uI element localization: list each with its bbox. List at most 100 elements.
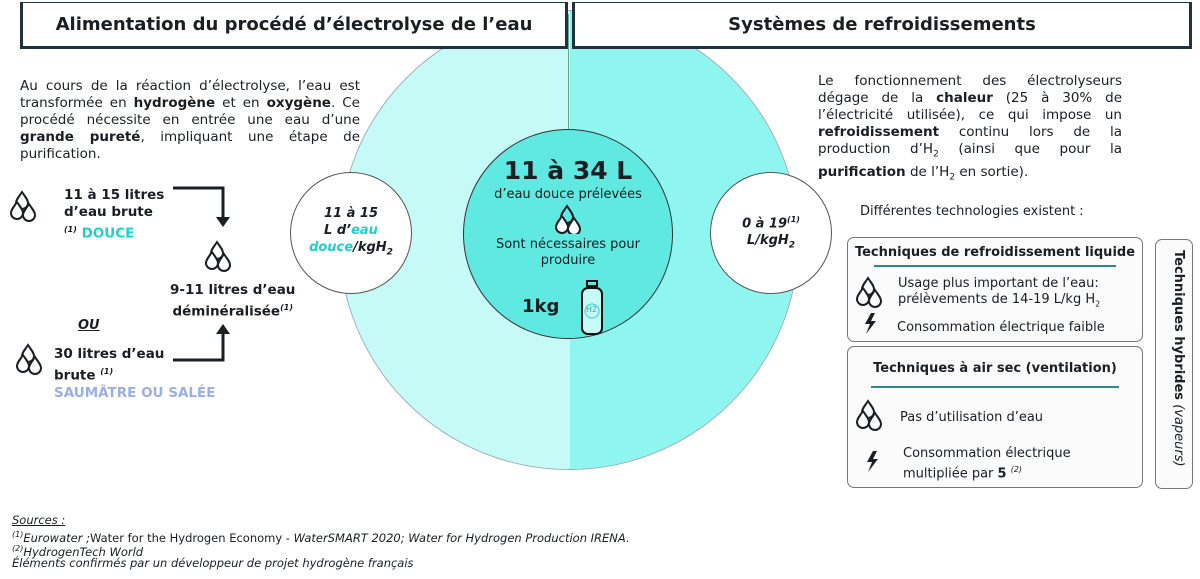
hydrogen-tank-icon — [581, 280, 603, 335]
text: L/kgH — [746, 233, 789, 249]
text: 11 à 15 — [323, 205, 378, 221]
text: Usage plus important de l’eau: — [898, 276, 1099, 291]
center-circle: 11 à 34 L d’eau douce prélevées Sont néc… — [463, 129, 673, 339]
text: d’eau brute — [64, 204, 153, 220]
text: 2 — [949, 172, 956, 183]
text: Sont nécessaires pour produire — [496, 237, 640, 268]
text: . Ce procédé nécessite en entrée une eau… — [20, 95, 360, 128]
text: eau — [351, 222, 378, 238]
fresh-water-label: 11 à 15 litres d’eau brute (1) DOUCE — [64, 187, 164, 243]
header-left: Alimentation du procédé d’électrolyse de… — [20, 2, 568, 49]
ref: (1) — [12, 530, 24, 539]
text: , impliquant une étape de purification. — [20, 129, 360, 162]
right-paragraph: Le fonctionnement des électrolyseurs dég… — [818, 73, 1122, 186]
liquid-item-power: Consommation électrique faible — [897, 320, 1105, 335]
tech-intro: Différentes technologies existent : — [860, 204, 1084, 219]
water-drops-icon — [10, 191, 36, 222]
text: de l’H — [905, 163, 950, 180]
text: prélèvements de 14-19 L/kg H — [898, 292, 1096, 307]
text: oxygène — [266, 95, 331, 111]
text: brute — [54, 367, 96, 384]
source-2: (2)HydrogenTech World — [12, 541, 143, 560]
tank-label: H2 — [586, 305, 598, 314]
text: chaleur — [936, 90, 993, 106]
ref: (2) — [1010, 465, 1023, 474]
ref: (1) — [280, 303, 293, 312]
arrow-up-icon — [173, 324, 230, 362]
text: en sortie). — [955, 163, 1029, 180]
text: Consommation électrique — [903, 446, 1071, 461]
left-paragraph: Au cours de la réaction d’électrolyse, l… — [20, 78, 360, 163]
text: (ainsi que pour la — [938, 141, 1123, 157]
text: continu lors de la production d’H — [818, 124, 1122, 157]
text: grande pureté — [20, 129, 141, 145]
text: purification — [818, 163, 906, 180]
box-title: Techniques à air sec (ventilation) — [873, 361, 1117, 376]
text: Techniques hybrides — [1171, 250, 1186, 401]
ref: (1) — [100, 367, 114, 376]
text: déminéralisée — [172, 303, 281, 320]
title-underline — [871, 386, 1119, 388]
text: d’eau douce prélevées — [494, 187, 642, 202]
lightning-icon — [867, 451, 878, 472]
text: douce — [309, 239, 354, 255]
text: Au cours de la réaction d’électrolyse, l… — [20, 78, 360, 111]
text: WaterSMART 2020; Water for Hydrogen Prod… — [293, 530, 630, 545]
text: L d’ — [324, 222, 352, 238]
text: 30 litres d’eau — [54, 346, 165, 362]
text: multipliée par — [903, 466, 998, 482]
kg-label: 1kg — [522, 296, 560, 317]
salt-water-label: 30 litres d’eau brute (1) SAUMÂTRE OU SA… — [54, 346, 215, 402]
water-drops-icon — [205, 241, 231, 272]
text: 2 — [386, 247, 393, 258]
lightning-icon — [865, 313, 876, 334]
box-title: Techniques de refroidissement liquide — [854, 245, 1136, 260]
dry-item-water: Pas d’utilisation d’eau — [900, 410, 1044, 425]
ref: (2) — [12, 544, 24, 553]
text: refroidissement — [818, 124, 940, 140]
text: 5 — [997, 466, 1007, 482]
text: DOUCE — [81, 225, 135, 242]
text: 9-11 litres d’eau — [170, 282, 296, 298]
text: 2 — [1095, 299, 1101, 309]
text: Water for the Hydrogen Economy - — [89, 530, 294, 545]
arrow-down-icon — [173, 186, 230, 227]
text: 2 — [933, 149, 939, 160]
text: HydrogenTech World — [23, 544, 144, 559]
right-value-circle: 0 à 19(1) L/kgH2 — [710, 172, 832, 294]
text: et en — [215, 95, 267, 111]
header-right: Systèmes de refroidissements — [572, 2, 1192, 49]
left-value-circle: 11 à 15 L d’eau douce/kgH2 — [290, 172, 412, 294]
text: Le fonctionnement des électrolyseurs dég… — [818, 73, 1122, 106]
text: (vapeurs) — [1171, 404, 1186, 467]
water-drops-icon — [856, 277, 882, 308]
hybrid-box: Techniques hybrides (vapeurs) — [1155, 239, 1193, 489]
divider-line — [568, 14, 569, 134]
text: SAUMÂTRE OU SALÉE — [54, 384, 216, 401]
water-drops-icon — [16, 344, 42, 375]
or-label: OU — [78, 318, 100, 333]
text: Eurowater ; — [23, 530, 90, 545]
ref: (1) — [787, 215, 800, 225]
ref: (1) — [64, 225, 77, 234]
text: 11 à 15 litres — [64, 187, 165, 203]
water-drops-icon — [555, 205, 581, 234]
text: (25 à 30% de l’électricité utilisée), ce… — [818, 90, 1123, 123]
liquid-cooling-box: Techniques de refroidissement liquide Us… — [847, 237, 1143, 342]
source-3: Éléments confirmés par un développeur de… — [12, 556, 414, 570]
sources-title: Sources : — [12, 513, 66, 527]
liquid-item-water: Usage plus important de l’eau:prélèvemen… — [898, 276, 1100, 313]
demineralized-label: 9-11 litres d’eau déminéralisée(1) — [170, 282, 295, 321]
text: 2 — [788, 240, 796, 251]
big-circle — [339, 10, 799, 470]
hybrid-label: Techniques hybrides (vapeurs) — [1171, 250, 1186, 467]
water-drops-icon — [856, 400, 882, 431]
center-big-value: 11 à 34 L — [503, 156, 633, 185]
text: /kgH — [353, 239, 387, 255]
text: hydrogène — [133, 95, 216, 111]
title-underline — [874, 265, 1116, 267]
text: 0 à 19 — [742, 216, 788, 232]
source-1: (1)Eurowater ;Water for the Hydrogen Eco… — [12, 527, 630, 546]
dry-air-box: Techniques à air sec (ventilation) Pas d… — [847, 346, 1143, 488]
